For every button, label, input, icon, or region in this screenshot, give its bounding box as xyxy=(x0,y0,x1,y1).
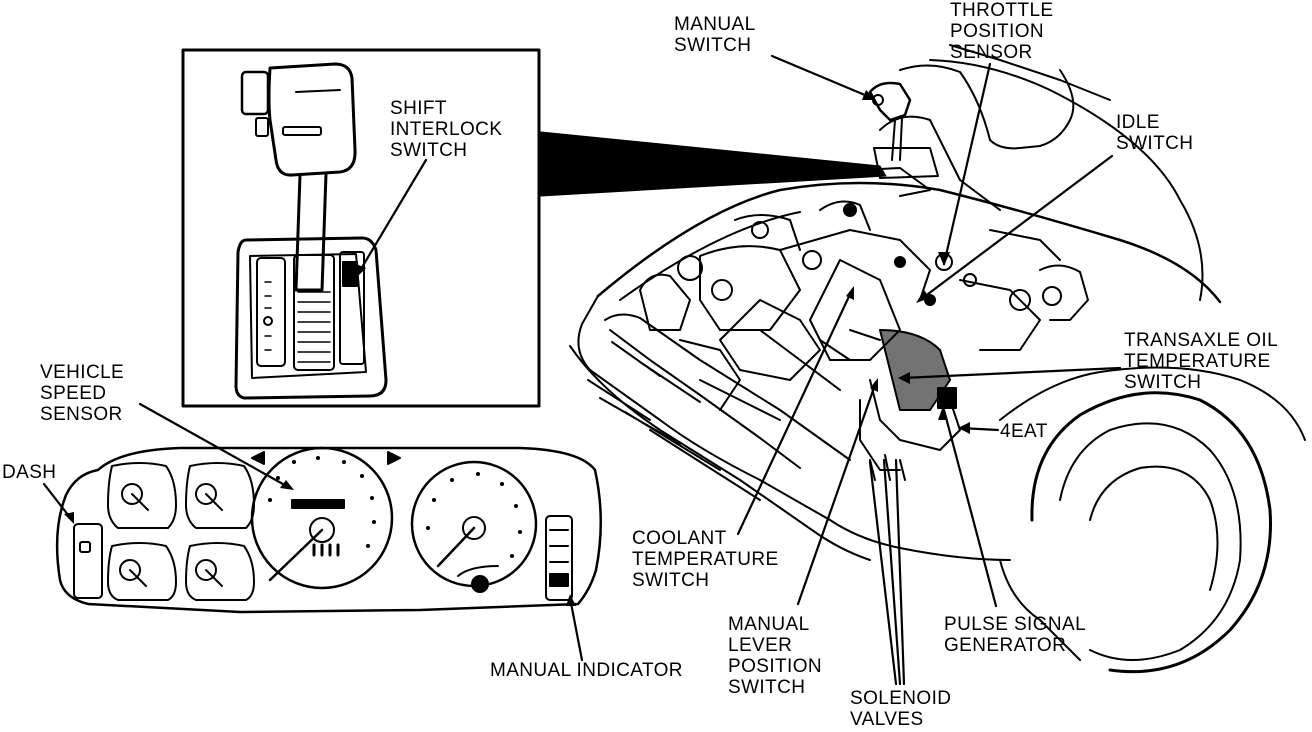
label-line: IDLE xyxy=(1116,112,1160,133)
label-line: VALVES xyxy=(850,709,924,730)
label-shift-interlock-switch: SHIFT INTERLOCK SWITCH xyxy=(390,98,502,161)
label-line: TEMPERATURE xyxy=(1124,351,1271,372)
label-line: 4EAT xyxy=(1000,421,1048,442)
label-line: SENSOR xyxy=(950,42,1033,63)
label-transaxle-oil-temperature-switch: TRANSAXLE OIL TEMPERATURE SWITCH xyxy=(1124,330,1278,393)
label-line: SWITCH xyxy=(632,570,710,591)
label-manual-lever-position-switch: MANUAL LEVER POSITION SWITCH xyxy=(728,614,822,698)
label-line: SHIFT xyxy=(390,98,447,119)
arrowheads xyxy=(64,90,970,606)
label-line: POSITION xyxy=(728,656,822,677)
label-line: MANUAL xyxy=(728,614,810,635)
manual-indicator-panel xyxy=(545,515,573,601)
label-manual-indicator: MANUAL INDICATOR xyxy=(490,660,683,681)
label-line: LEVER xyxy=(728,635,793,656)
engine-components xyxy=(639,200,1089,481)
label-line: SWITCH xyxy=(674,35,752,56)
label-line: PULSE SIGNAL xyxy=(944,614,1087,635)
label-line: COOLANT xyxy=(632,528,727,549)
leader-lines xyxy=(42,54,1122,686)
label-4eat: 4EAT xyxy=(1000,421,1048,442)
label-line: POSITION xyxy=(950,21,1044,42)
car-illustration xyxy=(569,44,1306,674)
car-shifter xyxy=(868,81,912,122)
label-line: INTERLOCK xyxy=(390,119,503,140)
label-line: SWITCH xyxy=(728,677,806,698)
label-line: SOLENOID xyxy=(850,688,952,709)
label-line: SPEED xyxy=(40,383,107,404)
label-line: THROTTLE xyxy=(950,0,1054,21)
shift-shaft xyxy=(294,172,328,292)
label-pulse-signal-generator: PULSE SIGNAL GENERATOR xyxy=(944,614,1086,656)
shift-knob xyxy=(267,62,357,177)
label-line: VEHICLE xyxy=(40,362,125,383)
front-wheel xyxy=(1030,391,1272,674)
label-line: SWITCH xyxy=(1116,133,1194,154)
cluster-outline xyxy=(55,446,603,614)
label-line: SWITCH xyxy=(1124,372,1202,393)
label-line: TRANSAXLE OIL xyxy=(1124,330,1279,351)
shift-console xyxy=(234,236,388,400)
label-line: GENERATOR xyxy=(944,635,1067,656)
label-line: SWITCH xyxy=(390,140,468,161)
label-solenoid-valves: SOLENOID VALVES xyxy=(850,688,951,730)
label-line: MANUAL INDICATOR xyxy=(490,660,683,681)
label-line: DASH xyxy=(2,462,57,483)
car-hood xyxy=(596,181,1222,304)
label-throttle-position-sensor: THROTTLE POSITION SENSOR xyxy=(950,0,1053,63)
inset-connector xyxy=(540,131,887,197)
inset-frame xyxy=(181,48,541,408)
label-line: MANUAL xyxy=(674,14,756,35)
label-dash: DASH xyxy=(2,462,56,483)
label-idle-switch: IDLE SWITCH xyxy=(1116,112,1193,154)
label-line: TEMPERATURE xyxy=(632,549,779,570)
tachometer xyxy=(410,460,538,588)
label-coolant-temperature-switch: COOLANT TEMPERATURE SWITCH xyxy=(632,528,779,591)
shift-lever-inset xyxy=(181,48,541,408)
label-line: SENSOR xyxy=(40,404,123,425)
label-vehicle-speed-sensor: VEHICLE SPEED SENSOR xyxy=(40,362,124,425)
speedometer xyxy=(250,446,394,590)
label-manual-switch: MANUAL SWITCH xyxy=(674,14,756,56)
instrument-cluster xyxy=(55,446,603,614)
